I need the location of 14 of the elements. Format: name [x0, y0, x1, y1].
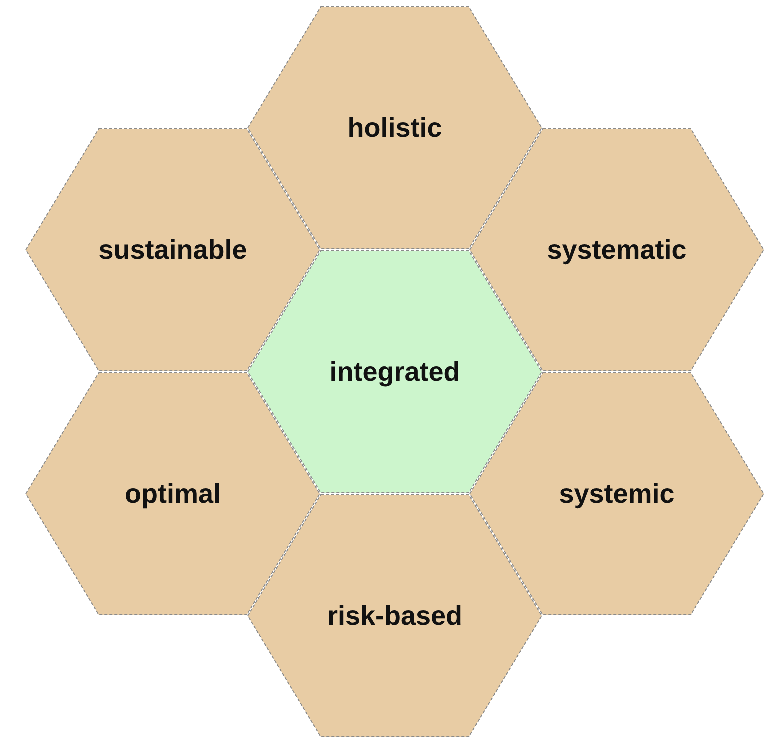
hexagon-cell [247, 6, 543, 250]
hexagon-label: risk-based [327, 600, 463, 633]
hexagon-label: optimal [124, 478, 221, 511]
hexagon-cell [247, 250, 543, 494]
hexagon-cell [25, 372, 321, 616]
hexagon-cell [469, 128, 765, 372]
hexagon-cell [469, 372, 765, 616]
hexagon-label: systematic [547, 234, 687, 267]
hexagon-label: sustainable [98, 234, 248, 267]
hexagon-label: holistic [348, 112, 442, 145]
hexagon-label: systemic [559, 478, 675, 511]
hexagon-cell [247, 494, 543, 738]
hexagon-label: integrated [330, 356, 460, 389]
hexagon-cell [25, 128, 321, 372]
